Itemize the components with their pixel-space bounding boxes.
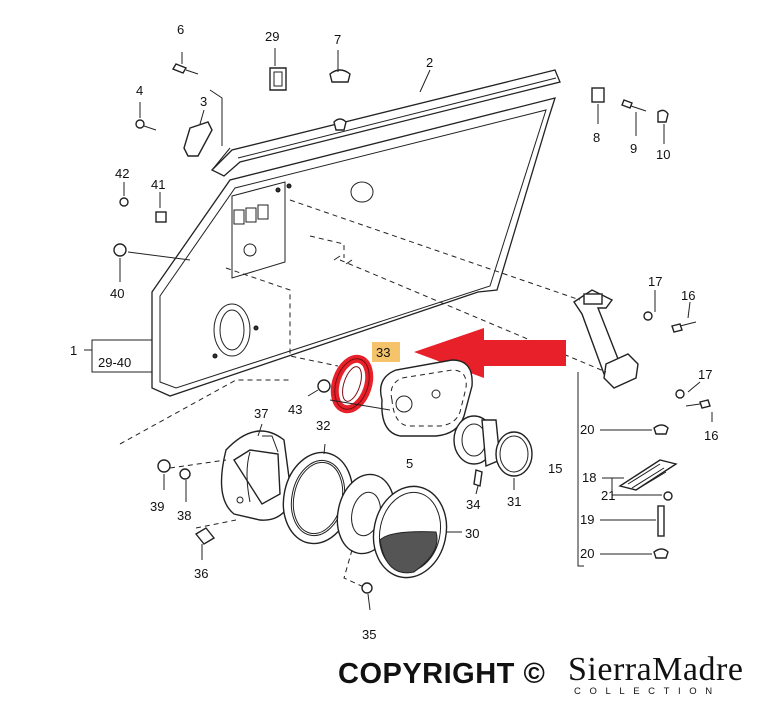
callout-33-highlight (372, 342, 400, 362)
callout-16-bottom: 16 (704, 428, 718, 443)
leader-lines (119, 48, 665, 282)
callout-32: 32 (316, 418, 330, 433)
callout-9: 9 (630, 141, 637, 156)
callout-labels: 6 29 7 2 4 3 8 9 10 42 41 40 1 29-40 17 … (70, 22, 718, 642)
hardware-top (113, 63, 669, 257)
callout-16-top: 16 (681, 288, 695, 303)
copyright-notice: COPYRIGHT © (338, 658, 546, 690)
callout-36: 36 (194, 566, 208, 581)
callout-2: 2 (426, 55, 433, 70)
callout-3: 3 (200, 94, 207, 109)
door-panel (151, 97, 556, 397)
callout-19: 19 (580, 512, 594, 527)
callout-20-bottom: 20 (580, 546, 594, 561)
brand-logo-text: SierraMadre (568, 651, 744, 688)
callout-17-top: 17 (648, 274, 662, 289)
callout-33: 33 (376, 345, 390, 360)
callout-29: 29 (265, 29, 279, 44)
callout-5: 5 (406, 456, 413, 471)
hardware-bottom (119, 235, 373, 611)
armrest-bracket (289, 199, 713, 422)
callout-18: 18 (582, 470, 596, 485)
speaker-grille-30 (372, 485, 462, 579)
callout-35: 35 (362, 627, 376, 642)
ring-part-33 (330, 354, 374, 414)
callout-21: 21 (601, 488, 615, 503)
gasket-ring-32 (282, 443, 354, 545)
callout-15: 15 (548, 461, 562, 476)
tweeter-parts (453, 415, 533, 495)
callout-37: 37 (254, 406, 268, 421)
door-top-rail (210, 69, 561, 177)
callout-43: 43 (288, 402, 302, 417)
callout-1-range: 29-40 (98, 355, 131, 370)
speaker-basket-37 (220, 423, 293, 521)
grille-plate-5 (329, 359, 473, 437)
handle-parts (577, 372, 678, 567)
callout-10: 10 (656, 147, 670, 162)
callout-17-bottom: 17 (698, 367, 712, 382)
callout-31: 31 (507, 494, 521, 509)
callout-41: 41 (151, 177, 165, 192)
callout-38: 38 (177, 508, 191, 523)
callout-42: 42 (115, 166, 129, 181)
callout-7: 7 (334, 32, 341, 47)
callout-30: 30 (465, 526, 479, 541)
brand-logo-subtext: COLLECTION (574, 686, 721, 697)
callout-8: 8 (593, 130, 600, 145)
callout-40: 40 (110, 286, 124, 301)
callout-4: 4 (136, 83, 143, 98)
callout-34: 34 (466, 497, 480, 512)
callout-6: 6 (177, 22, 184, 37)
callout-39: 39 (150, 499, 164, 514)
callout-20-top: 20 (580, 422, 594, 437)
range-bracket (84, 339, 152, 373)
callout-1: 1 (70, 343, 77, 358)
